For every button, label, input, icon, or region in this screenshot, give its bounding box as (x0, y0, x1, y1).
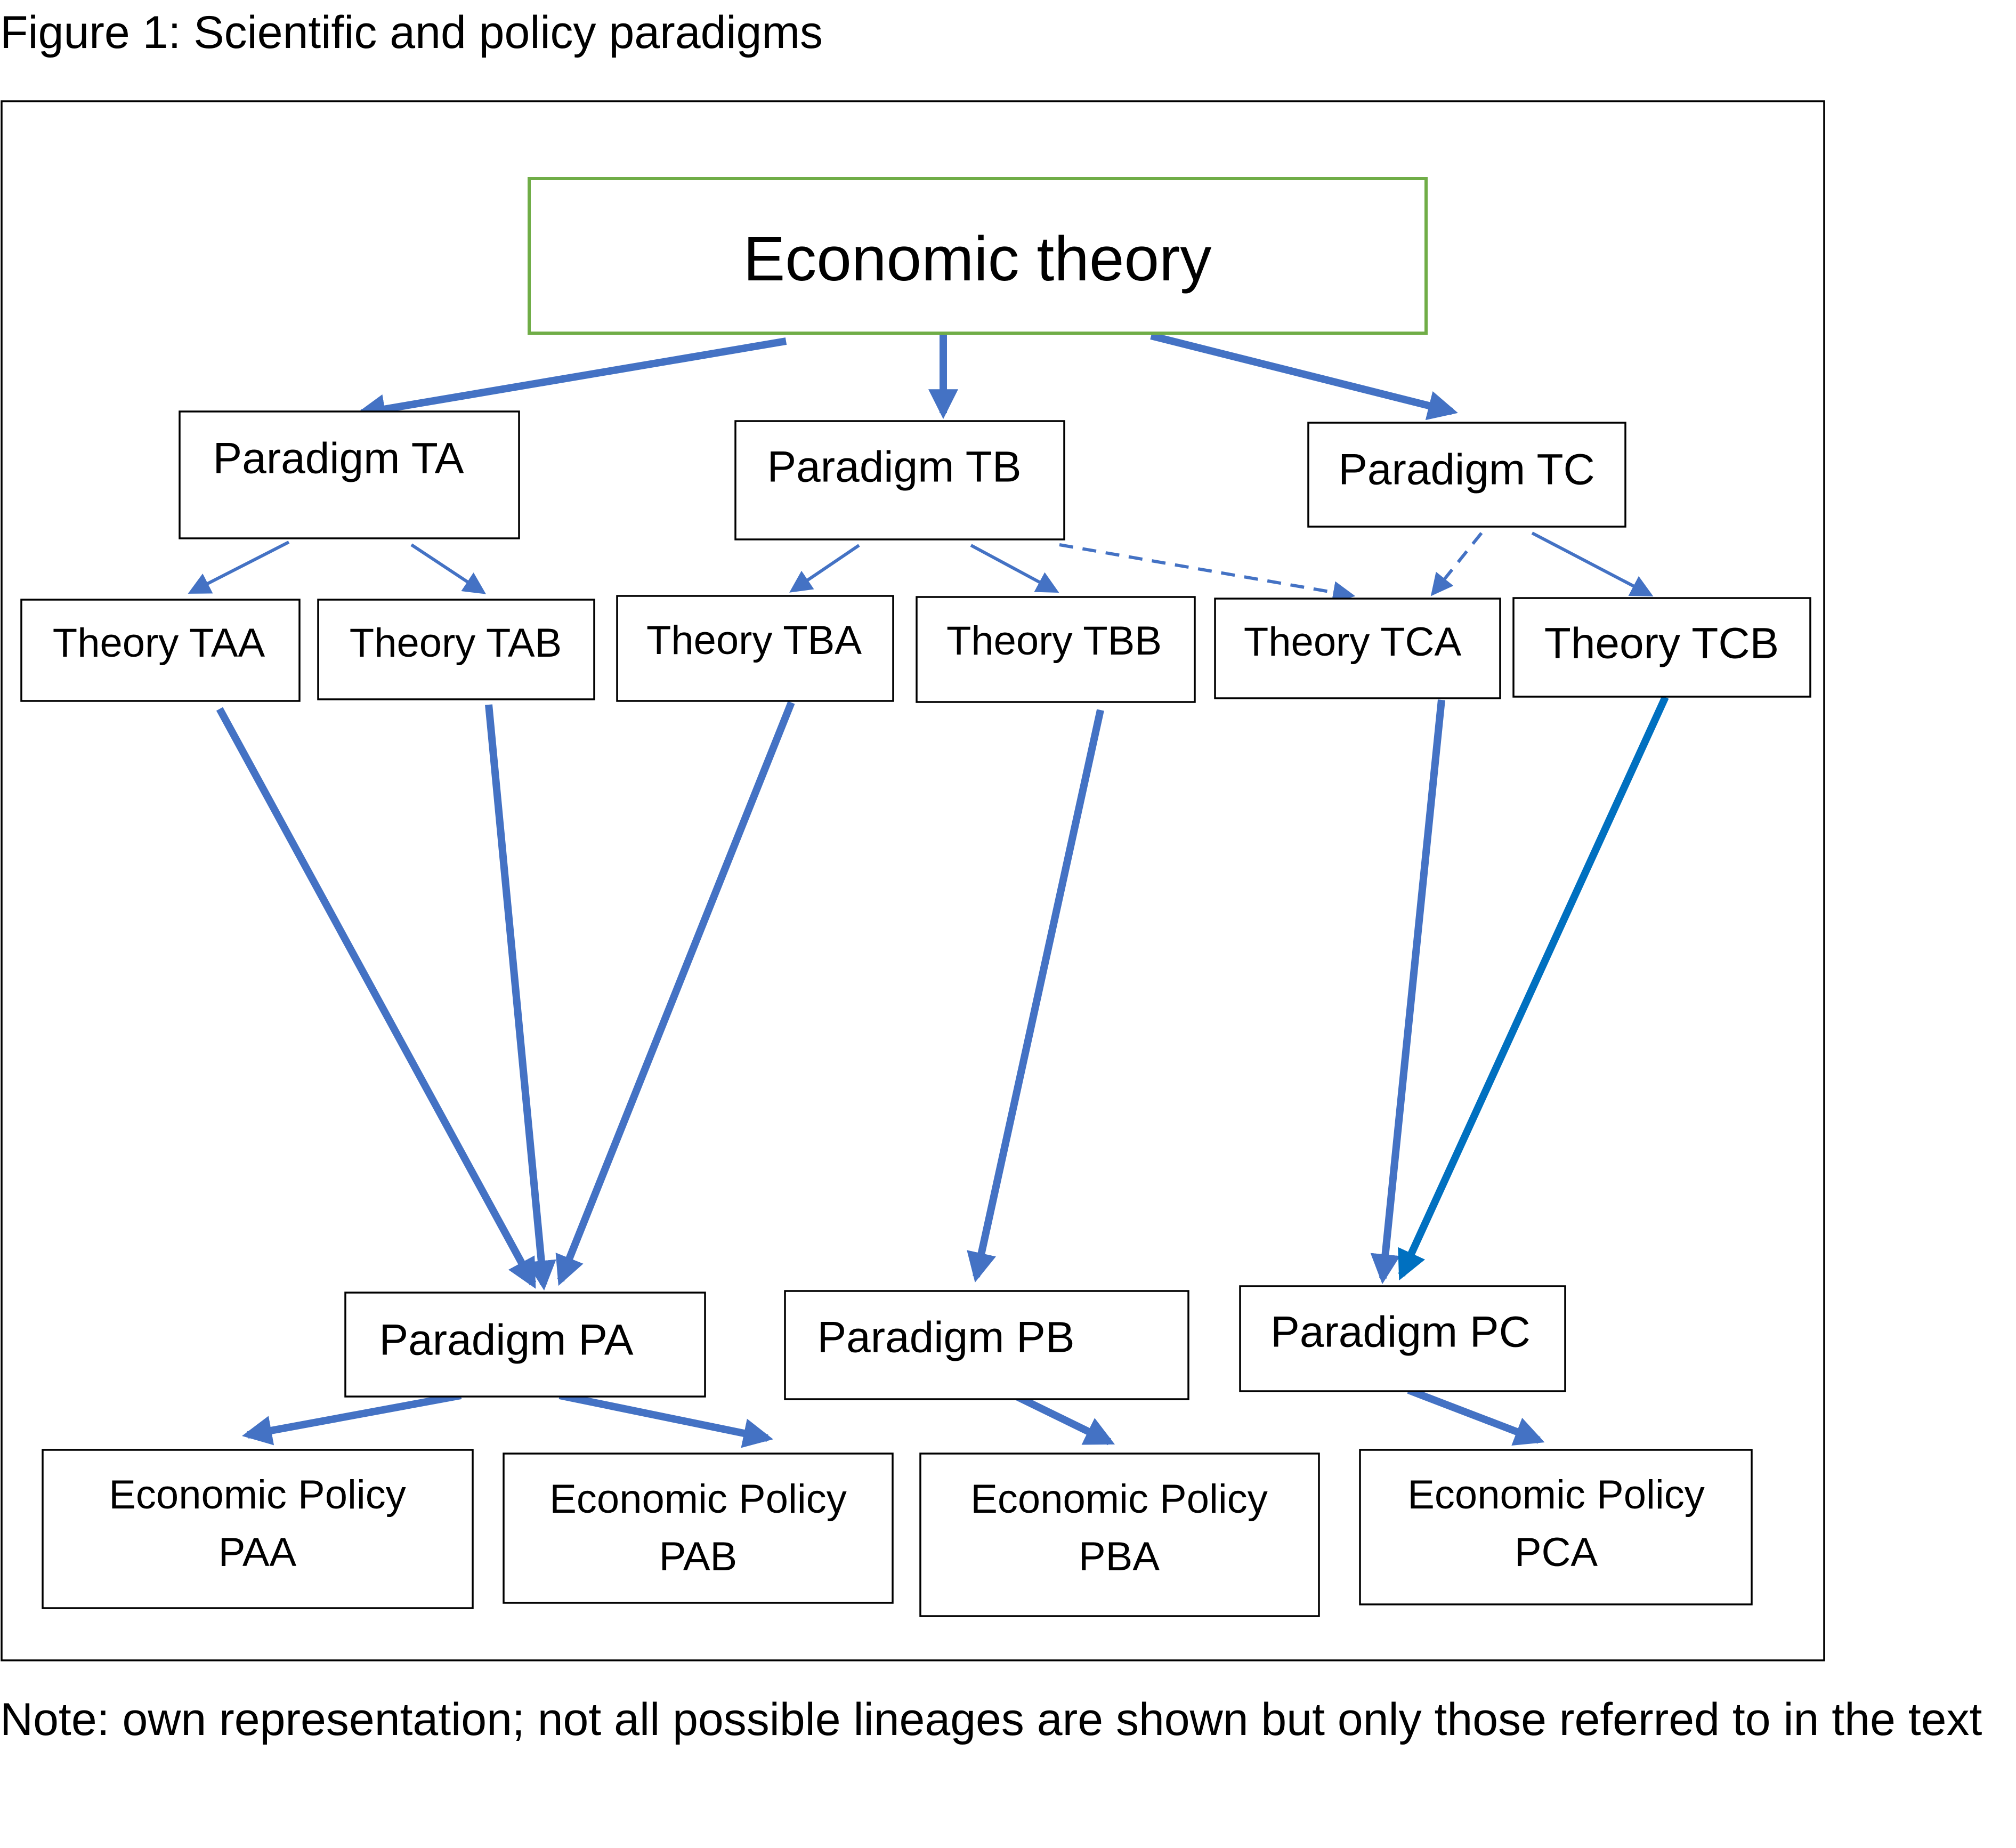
policy-pab-box (503, 1452, 894, 1604)
policy-pab-line2: PAB (659, 1534, 737, 1579)
figure-frame (1, 100, 1825, 1661)
theory-taa-label: Theory TAA (53, 620, 265, 666)
edge-paradigm-ta-to-theory-tab (410, 543, 487, 594)
theory-tbb-label: Theory TBB (946, 618, 1162, 664)
node-paradigm-pb: Paradigm PB (784, 1290, 1189, 1400)
edge-economic-theory-to-paradigm-ta (355, 337, 787, 424)
node-policy-pca: Economic Policy PCA (1359, 1449, 1753, 1605)
paradigm-pb-box (784, 1290, 1189, 1400)
edge-theory-taa-to-paradigm-pa (216, 707, 537, 1289)
paradigm-tc-box (1307, 422, 1626, 528)
figure-title: Figure 1: Scientific and policy paradigm… (0, 7, 823, 58)
node-policy-paa: Economic Policy PAA (42, 1449, 474, 1609)
edge-paradigm-tc-to-theory-tcb (1531, 531, 1654, 596)
edge-theory-tbb-to-paradigm-pb (967, 709, 1104, 1282)
policy-paa-line2: PAA (218, 1530, 297, 1575)
paradigm-tb-box (734, 420, 1065, 540)
policy-pba-box (919, 1452, 1320, 1617)
paradigm-pb-label: Paradigm PB (817, 1313, 1074, 1362)
node-paradigm-tb: Paradigm TB (734, 420, 1065, 540)
node-theory-taa: Theory TAA (20, 599, 301, 702)
theory-tcb-box (1512, 597, 1811, 698)
node-theory-tcb: Theory TCB (1512, 597, 1811, 698)
economic-theory-label: Economic theory (743, 224, 1212, 294)
paradigm-pc-label: Paradigm PC (1270, 1308, 1531, 1357)
paradigm-tb-label: Paradigm TB (767, 443, 1021, 491)
node-theory-tca: Theory TCA (1214, 598, 1501, 699)
node-policy-pab: Economic Policy PAB (503, 1452, 894, 1604)
theory-tca-box (1214, 598, 1501, 699)
edge-paradigm-tb-to-theory-tca-dashed (1059, 543, 1356, 603)
node-paradigm-pa: Paradigm PA (344, 1292, 706, 1398)
edge-theory-tba-to-paradigm-pa (555, 701, 795, 1286)
theory-tca-label: Theory TCA (1244, 619, 1462, 665)
policy-paa-box (42, 1449, 474, 1609)
edge-paradigm-tb-to-theory-tbb (970, 544, 1059, 593)
edge-paradigm-pb-to-policy-pba (1015, 1393, 1115, 1446)
edge-paradigm-tb-to-theory-tba (789, 544, 860, 593)
policy-pca-line2: PCA (1515, 1530, 1598, 1575)
theory-tab-box (317, 599, 595, 700)
node-theory-tbb: Theory TBB (916, 596, 1196, 703)
theory-tba-box (616, 595, 894, 702)
edge-theory-tab-to-paradigm-pa (485, 704, 556, 1291)
theory-tba-label: Theory TBA (646, 618, 862, 663)
edge-theory-tca-to-paradigm-pc (1370, 699, 1445, 1285)
node-policy-pba: Economic Policy PBA (919, 1452, 1320, 1617)
figure-note: Note: own representation; not all possib… (0, 1694, 1982, 1745)
theory-tbb-box (916, 596, 1196, 703)
paradigm-tc-label: Paradigm TC (1338, 446, 1595, 494)
node-paradigm-pc: Paradigm PC (1239, 1285, 1566, 1392)
policy-pab-line1: Economic Policy (549, 1476, 847, 1522)
node-economic-theory: Economic theory (528, 177, 1428, 335)
edge-economic-theory-to-paradigm-tc (1150, 332, 1458, 421)
node-theory-tba: Theory TBA (616, 595, 894, 702)
edge-paradigm-ta-to-theory-taa (188, 540, 290, 594)
theory-tab-label: Theory TAB (350, 620, 562, 666)
policy-paa-line1: Economic Policy (109, 1472, 406, 1518)
node-paradigm-ta: Paradigm TA (179, 410, 520, 539)
edge-theory-tcb-to-paradigm-pc (1398, 696, 1669, 1281)
node-paradigm-tc: Paradigm TC (1307, 422, 1626, 528)
edge-paradigm-pa-to-policy-paa (241, 1392, 462, 1446)
paradigm-pa-box (344, 1292, 706, 1398)
policy-pba-line1: Economic Policy (970, 1476, 1268, 1522)
economic-theory-box (528, 177, 1428, 335)
policy-pca-box (1359, 1449, 1753, 1605)
edge-paradigm-pc-to-policy-pca (1407, 1386, 1545, 1446)
policy-pca-line1: Economic Policy (1407, 1472, 1705, 1518)
theory-tcb-label: Theory TCB (1544, 619, 1779, 668)
policy-pba-line2: PBA (1079, 1534, 1160, 1579)
edges (188, 332, 1669, 1448)
paradigm-ta-label: Paradigm TA (213, 434, 464, 483)
edge-paradigm-tc-to-theory-tca-dashed (1430, 532, 1483, 596)
paradigm-pa-label: Paradigm PA (379, 1316, 633, 1365)
edge-paradigm-pa-to-policy-pab (558, 1392, 773, 1448)
paradigm-pc-box (1239, 1285, 1566, 1392)
paradigm-ta-box (179, 410, 520, 539)
theory-taa-box (20, 599, 301, 702)
node-theory-tab: Theory TAB (317, 599, 595, 700)
